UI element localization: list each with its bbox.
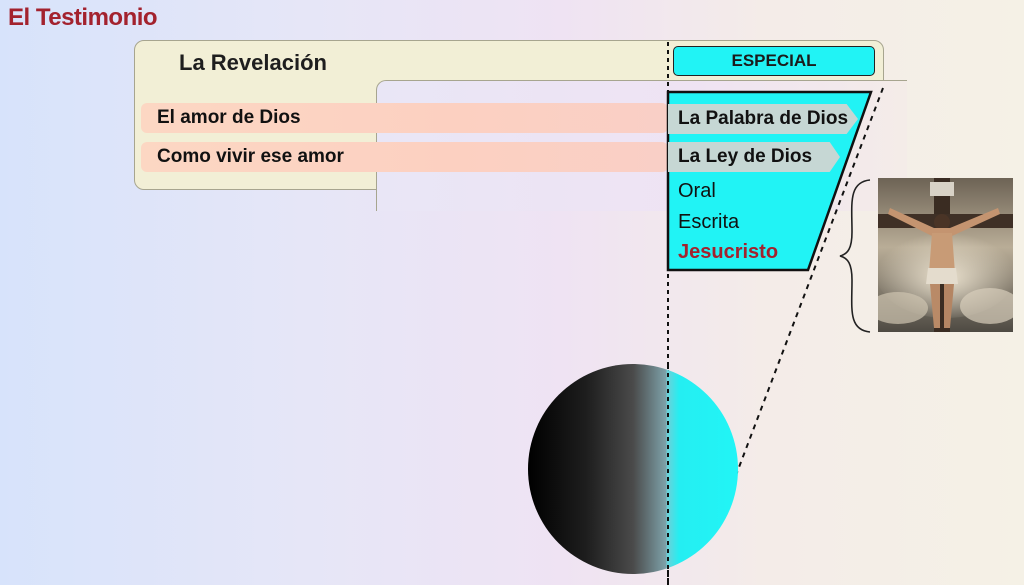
form-jesucristo: Jesucristo [678, 241, 779, 263]
globe [528, 364, 738, 574]
revelation-heading: La Revelación [179, 50, 327, 75]
form-oral: Oral [678, 180, 716, 202]
tab-ley-label: La Ley de Dios [678, 146, 813, 167]
tab-ley: La Ley de Dios [668, 142, 840, 172]
row-amor-label: El amor de Dios [157, 107, 301, 128]
page-title: El Testimonio [8, 4, 158, 31]
especial-label: ESPECIAL [731, 51, 817, 70]
tab-palabra: La Palabra de Dios [668, 104, 858, 134]
row-bar-amor [141, 103, 668, 133]
crucifix-image [878, 178, 1013, 332]
form-escrita: Escrita [678, 211, 740, 233]
row-bar-vivir [141, 142, 668, 172]
curly-brace [839, 179, 871, 333]
especial-badge: ESPECIAL [673, 46, 875, 76]
tab-palabra-label: La Palabra de Dios [678, 108, 849, 129]
crucifix-illustration [878, 178, 1013, 332]
row-vivir-label: Como vivir ese amor [157, 146, 344, 167]
